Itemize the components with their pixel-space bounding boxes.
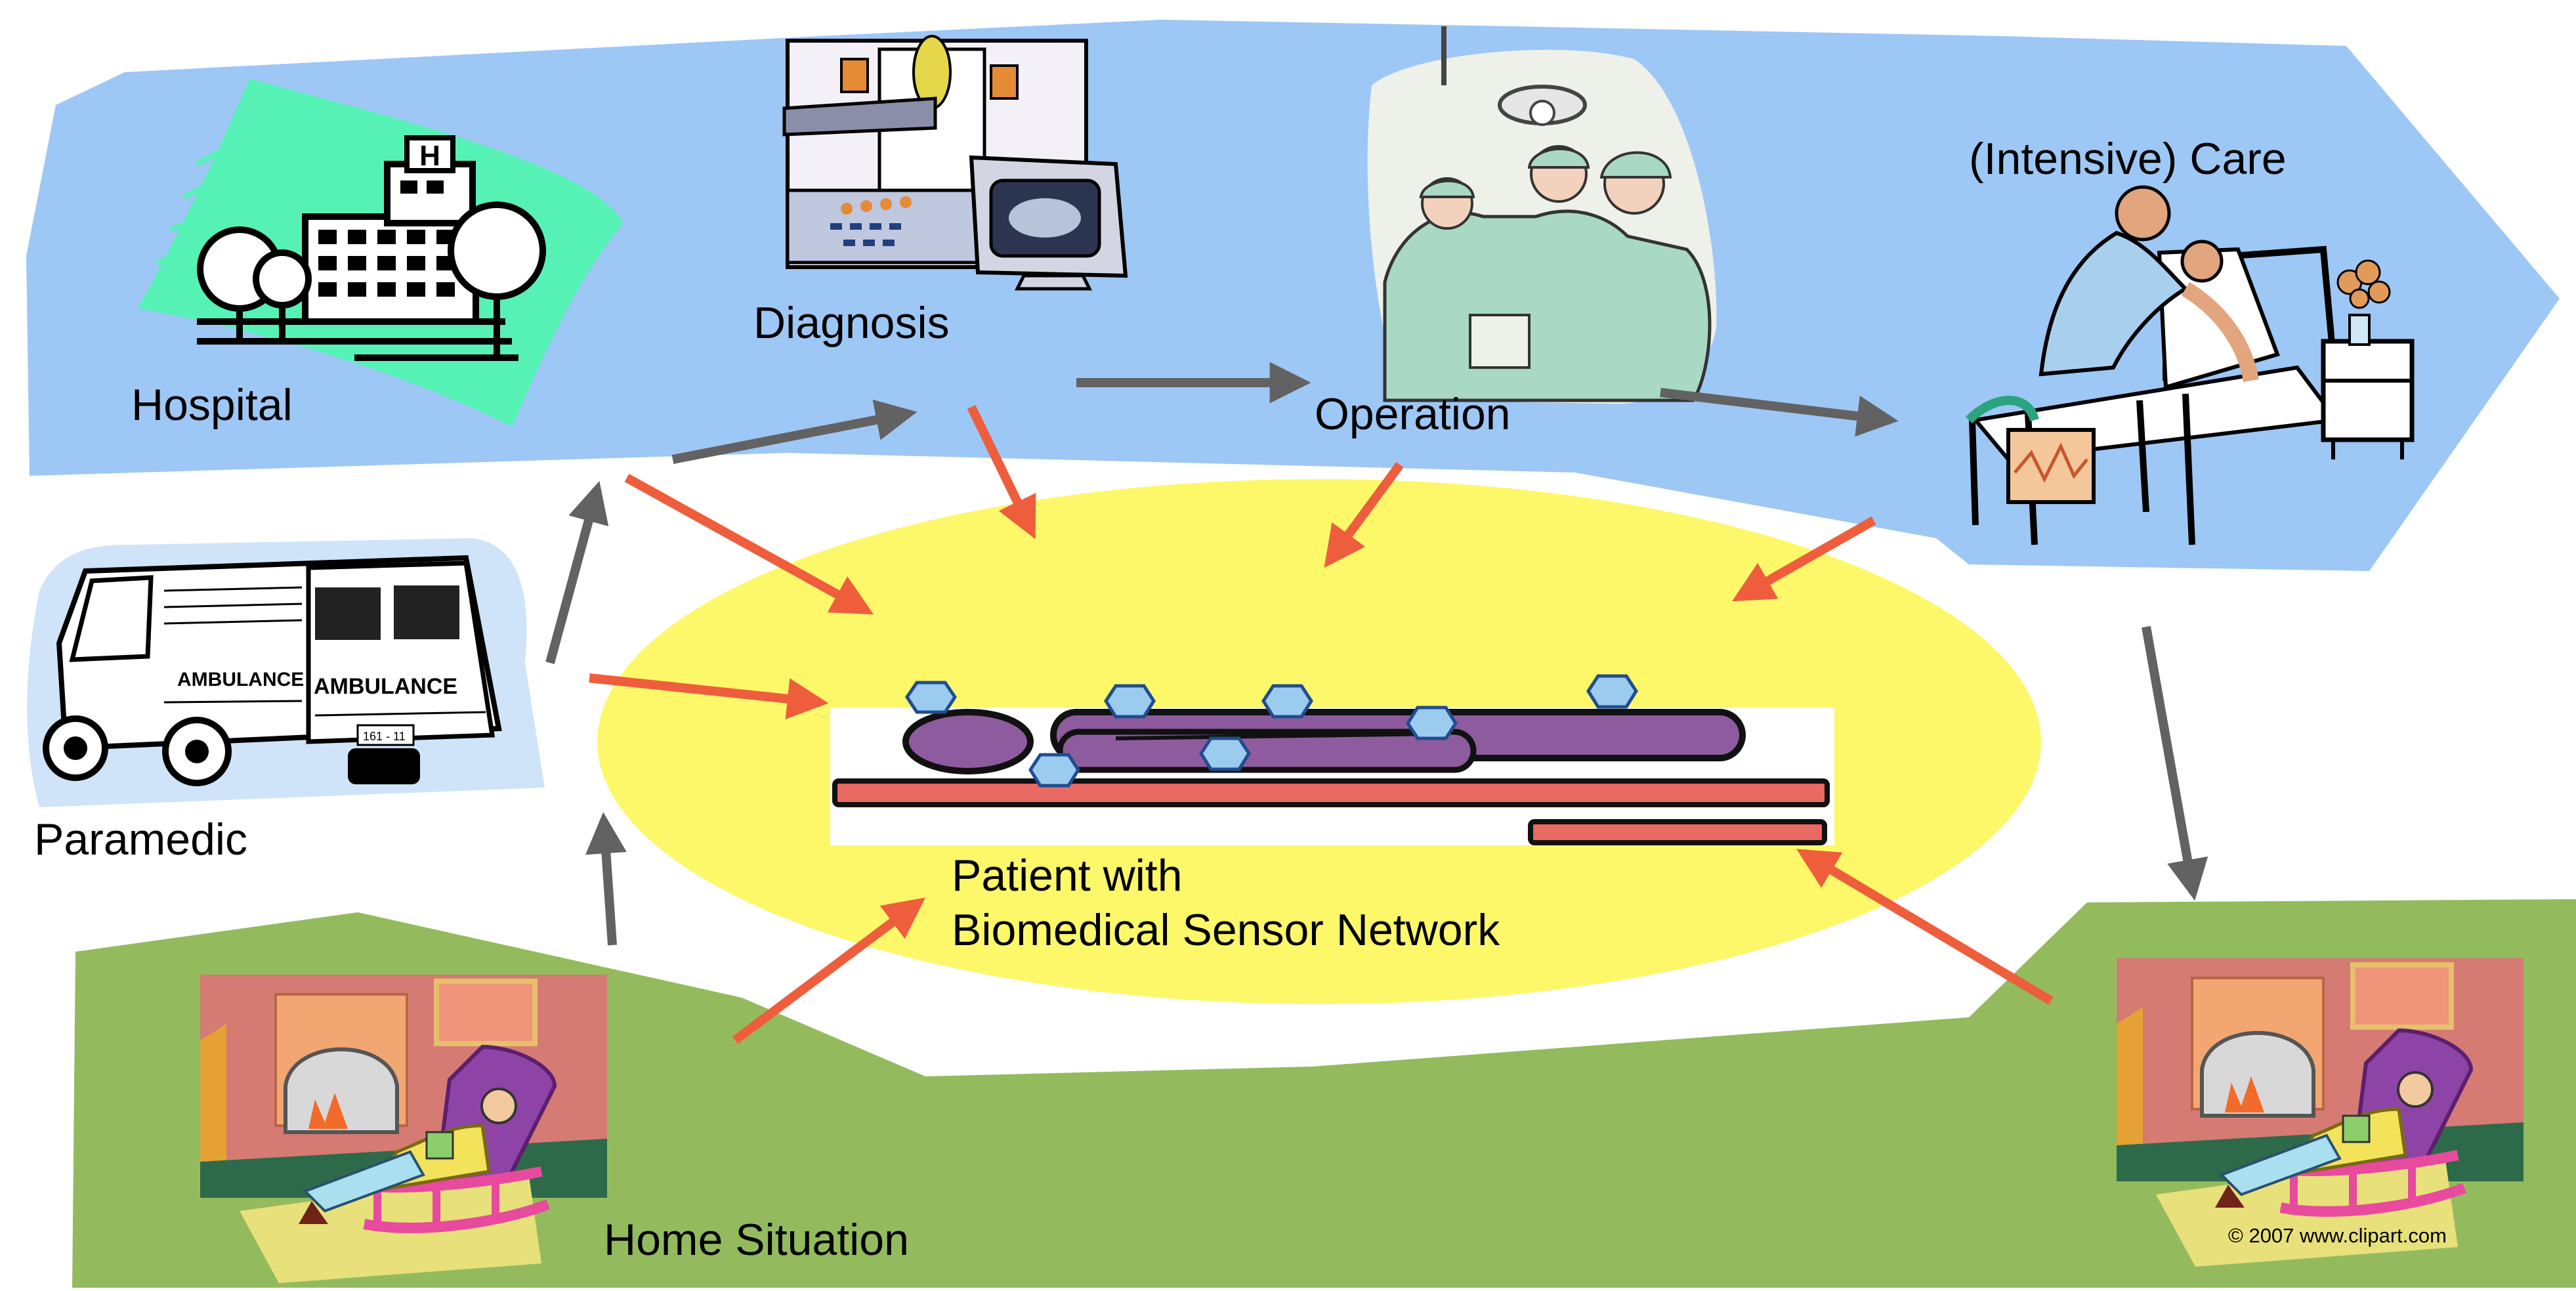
- sensor-arrow: [732, 897, 926, 1044]
- sensor-nodes: [904, 674, 1638, 788]
- bed-foot: [1528, 819, 1827, 845]
- sensor-arrow: [1324, 461, 1404, 568]
- flow-arrow: [545, 480, 609, 664]
- sensor-node: [1104, 684, 1156, 719]
- flow-arrow: [585, 812, 627, 946]
- svg-text:AMBULANCE: AMBULANCE: [314, 674, 457, 699]
- home-zone: [72, 899, 2576, 1288]
- diagnosis-label: Diagnosis: [753, 298, 950, 348]
- operation-label: Operation: [1315, 389, 1511, 439]
- svg-text:AMBULANCE: AMBULANCE: [177, 669, 304, 690]
- sensor-arrow: [1732, 516, 1876, 602]
- sensor-arrow: [1796, 849, 2054, 1005]
- intensive-care-label: (Intensive) Care: [1969, 134, 2287, 184]
- sensor-node: [1406, 706, 1458, 740]
- home-situation-label: Home Situation: [604, 1215, 909, 1265]
- surgeons-icon: [1367, 26, 1717, 404]
- sensor-node: [1199, 736, 1251, 771]
- bed-main: [832, 778, 1830, 807]
- sensor-node: [1586, 674, 1638, 709]
- patient-legs: [1057, 729, 1477, 773]
- hospital-zone: [26, 20, 2560, 571]
- hospital-label: Hospital: [131, 380, 293, 430]
- patient-label-line1: Patient with: [952, 851, 1183, 900]
- svg-text:H: H: [419, 140, 440, 172]
- copyright-notice: © 2007 www.clipart.com: [2228, 1224, 2447, 1247]
- sensor-arrow: [967, 404, 1036, 540]
- svg-text:161 - 11: 161 - 11: [363, 730, 406, 743]
- sensor-arrow: [589, 673, 829, 720]
- flow-arrow: [2142, 625, 2208, 901]
- reading-armchair-icon: [2117, 958, 2523, 1267]
- ambulance-icon: AMBULANCE AMBULANCE 161 - 11: [27, 538, 545, 807]
- sensor-arrow: [624, 473, 874, 615]
- paramedic-label: Paramedic: [34, 815, 248, 864]
- patient-label-line2: Biomedical Sensor Network: [952, 905, 1500, 955]
- ct-scanner-icon: [782, 35, 1128, 291]
- flow-arrow: [1660, 388, 1899, 437]
- sensor-node: [1261, 684, 1313, 719]
- sensor-node: [1028, 753, 1080, 788]
- sensor-node: [904, 681, 958, 714]
- reading-armchair-icon: [200, 975, 607, 1283]
- flow-arrow: [671, 399, 918, 464]
- patient-head: [902, 709, 1034, 774]
- hospital-bed-icon: [1966, 185, 2415, 545]
- hospital-building-icon: H: [138, 79, 623, 427]
- patient-figure: [830, 674, 1834, 845]
